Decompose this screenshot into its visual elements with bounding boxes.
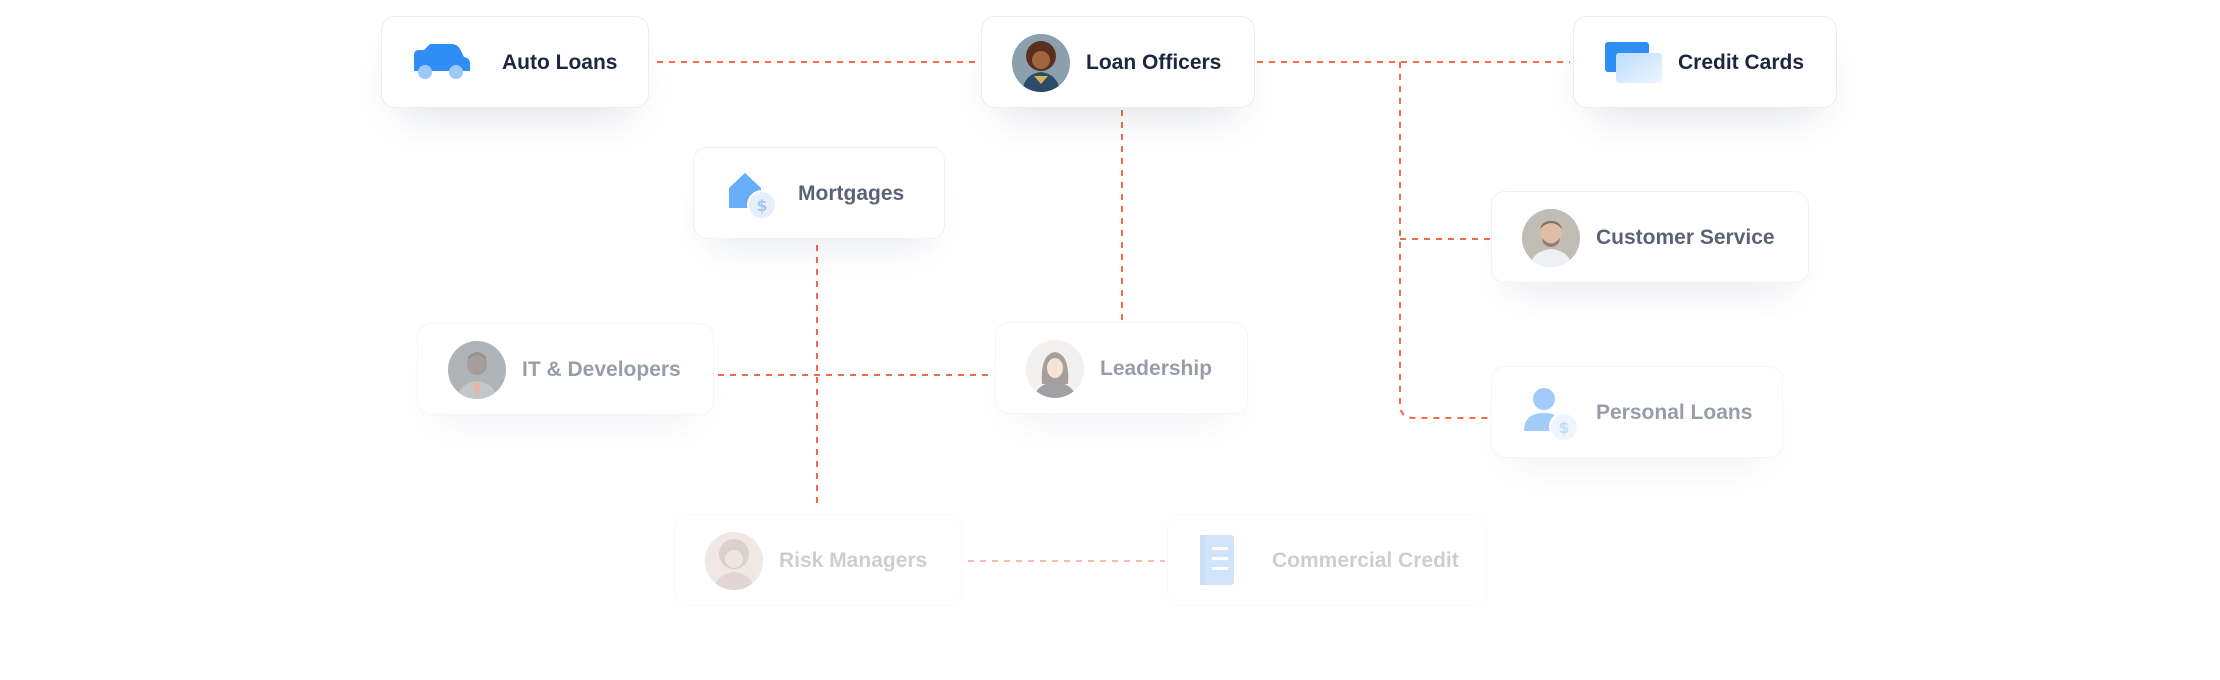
node-label: IT & Developers [522, 358, 681, 381]
node-label: Credit Cards [1678, 51, 1805, 74]
node-auto-loans[interactable]: Auto Loans [381, 16, 649, 108]
node-label: Loan Officers [1086, 51, 1222, 74]
person-dollar-icon: $ [1522, 385, 1582, 448]
avatar [448, 341, 506, 399]
node-it-developers[interactable]: IT & Developers [417, 323, 714, 415]
avatar [1012, 34, 1070, 92]
node-label: Commercial Credit [1272, 549, 1459, 572]
avatar [1026, 340, 1084, 398]
avatar [705, 532, 763, 590]
node-label: Risk Managers [779, 549, 928, 572]
document-icon [1198, 533, 1238, 592]
svg-text:$: $ [1558, 418, 1569, 437]
connector-branch-right [1399, 62, 1490, 419]
node-commercial-credit[interactable]: Commercial Credit [1167, 514, 1487, 606]
node-label: Mortgages [798, 182, 905, 205]
house-dollar-icon: $ [726, 168, 784, 231]
node-mortgages[interactable]: $ Mortgages [693, 147, 945, 239]
node-label: Customer Service [1596, 226, 1775, 249]
car-icon [410, 41, 472, 86]
node-risk-managers[interactable]: Risk Managers [674, 514, 962, 606]
avatar [1522, 209, 1580, 267]
node-credit-cards[interactable]: Credit Cards [1573, 16, 1837, 108]
node-label: Auto Loans [502, 51, 618, 74]
credit-card-icon [1604, 39, 1664, 90]
node-label: Leadership [1100, 357, 1213, 380]
node-loan-officers[interactable]: Loan Officers [981, 16, 1255, 108]
node-personal-loans[interactable]: $ Personal Loans [1491, 366, 1783, 458]
node-label: Personal Loans [1596, 401, 1753, 424]
node-leadership[interactable]: Leadership [995, 322, 1248, 414]
svg-text:$: $ [756, 196, 767, 215]
node-customer-service[interactable]: Customer Service [1491, 191, 1809, 283]
